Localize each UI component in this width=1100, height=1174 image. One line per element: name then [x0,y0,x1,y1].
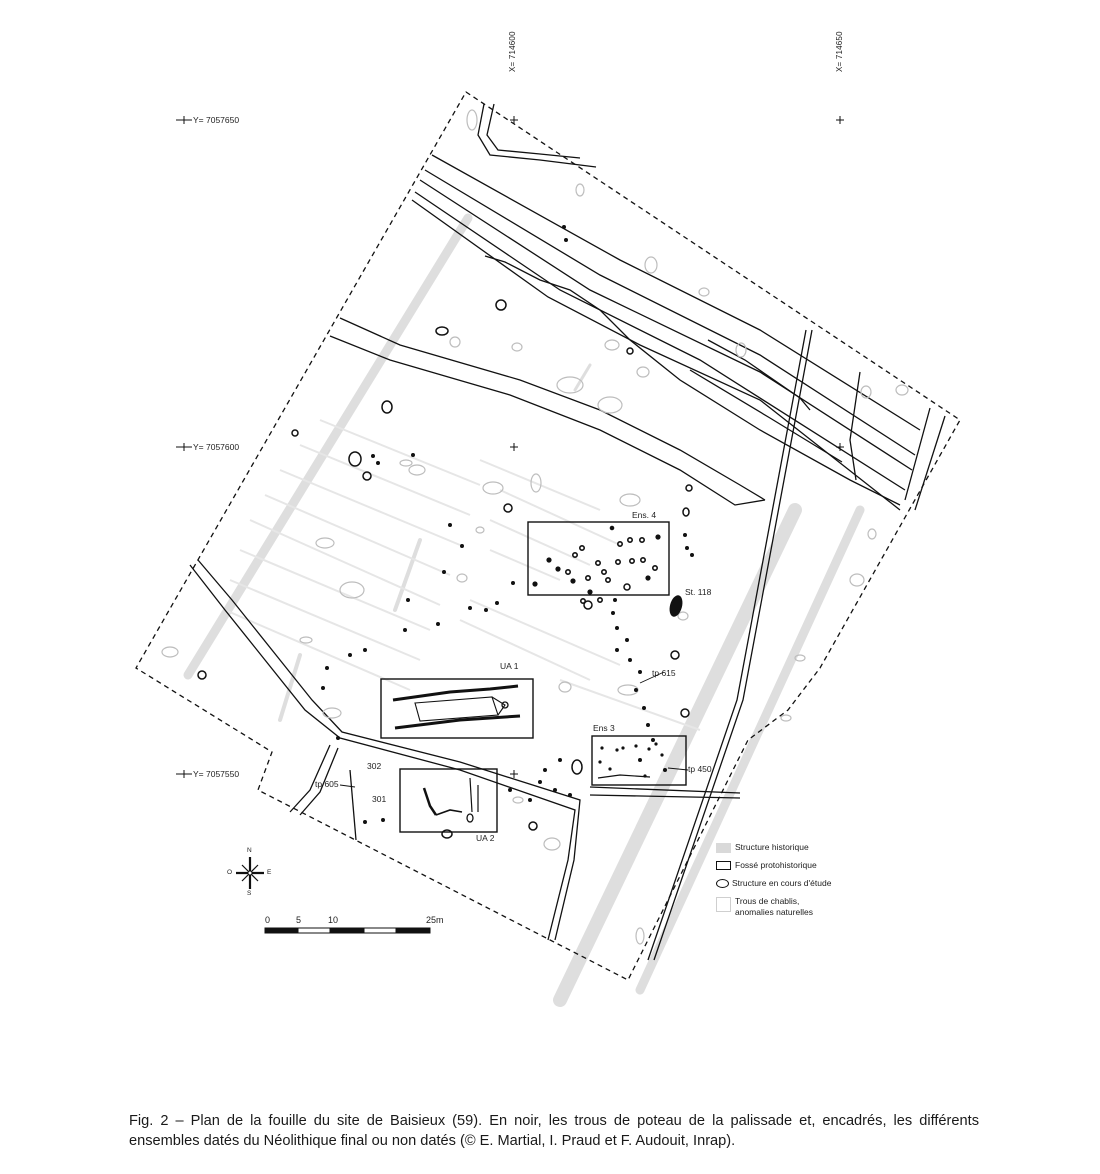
label-tp605: tp 605 [315,779,339,789]
label-tp615: tp 615 [652,668,676,678]
ua2-box [399,768,498,833]
protohistoric-ditches [189,103,946,961]
legend-item-historic: Structure historique [716,842,831,860]
label-tp450: tp 450 [688,764,712,774]
legend-item-chablis: Trous de chablis, anomalies naturelles [716,896,831,922]
y-coordinate-label-2: Y= 7057600 [193,442,240,452]
outline-swatch-icon [716,897,731,912]
y-coordinate-label-1: Y= 7057650 [193,115,240,125]
compass-north-label: N [247,847,252,854]
st118-feature [669,595,683,617]
scale-tick-25m: 25m [426,915,444,925]
label-ens4: Ens. 4 [632,510,657,520]
rectangle-swatch-icon [716,861,731,870]
scale-tick-5: 5 [296,915,302,925]
ens4-dots [532,525,661,604]
ua1-structure [392,684,521,730]
excavation-plan-figure: X= 714600 X= 714650 Y= 7057650 Y= 705760… [135,31,961,1007]
excavation-map [135,91,961,1007]
scale-bar [264,927,431,934]
legend-item-structure: Structure en cours d'étude [716,878,831,896]
scale-tick-0: 0 [265,915,271,925]
natural-anomalies [161,109,909,945]
ellipse-swatch-icon [716,879,729,888]
label-301: 301 [372,794,387,804]
historic-structures [183,213,865,1007]
x-coordinate-label-2: X= 714650 [835,31,844,72]
label-ens3: Ens 3 [593,723,615,733]
structures-under-study [197,299,693,839]
ens3-box [591,735,687,786]
legend-item-fosse: Fossé protohistorique [716,860,831,878]
label-ua1: UA 1 [500,661,519,671]
label-302: 302 [367,761,382,771]
y-coordinate-label-3: Y= 7057550 [193,769,240,779]
site-boundary [135,91,961,981]
grid-crosses [176,116,844,778]
label-st118: St. 118 [685,587,712,597]
grey-fill-swatch-icon [716,843,731,853]
figure-caption: Fig. 2 – Plan de la fouille du site de B… [129,1112,979,1150]
compass-rose-icon [236,857,264,889]
x-coordinate-label-1: X= 714600 [508,31,517,72]
ua2-structure [422,777,479,823]
compass-west-label: O [227,869,233,876]
ens4-box [527,521,670,596]
ens3-dots [598,742,667,778]
label-ua2: UA 2 [476,833,495,843]
post-holes [321,225,694,824]
ua1-box [380,678,534,739]
plough-lines [224,419,701,731]
compass-east-label: E [267,869,272,876]
compass-south-label: S [247,890,252,897]
scale-tick-10: 10 [328,915,339,925]
map-legend: Structure historique Fossé protohistoriq… [716,842,831,922]
